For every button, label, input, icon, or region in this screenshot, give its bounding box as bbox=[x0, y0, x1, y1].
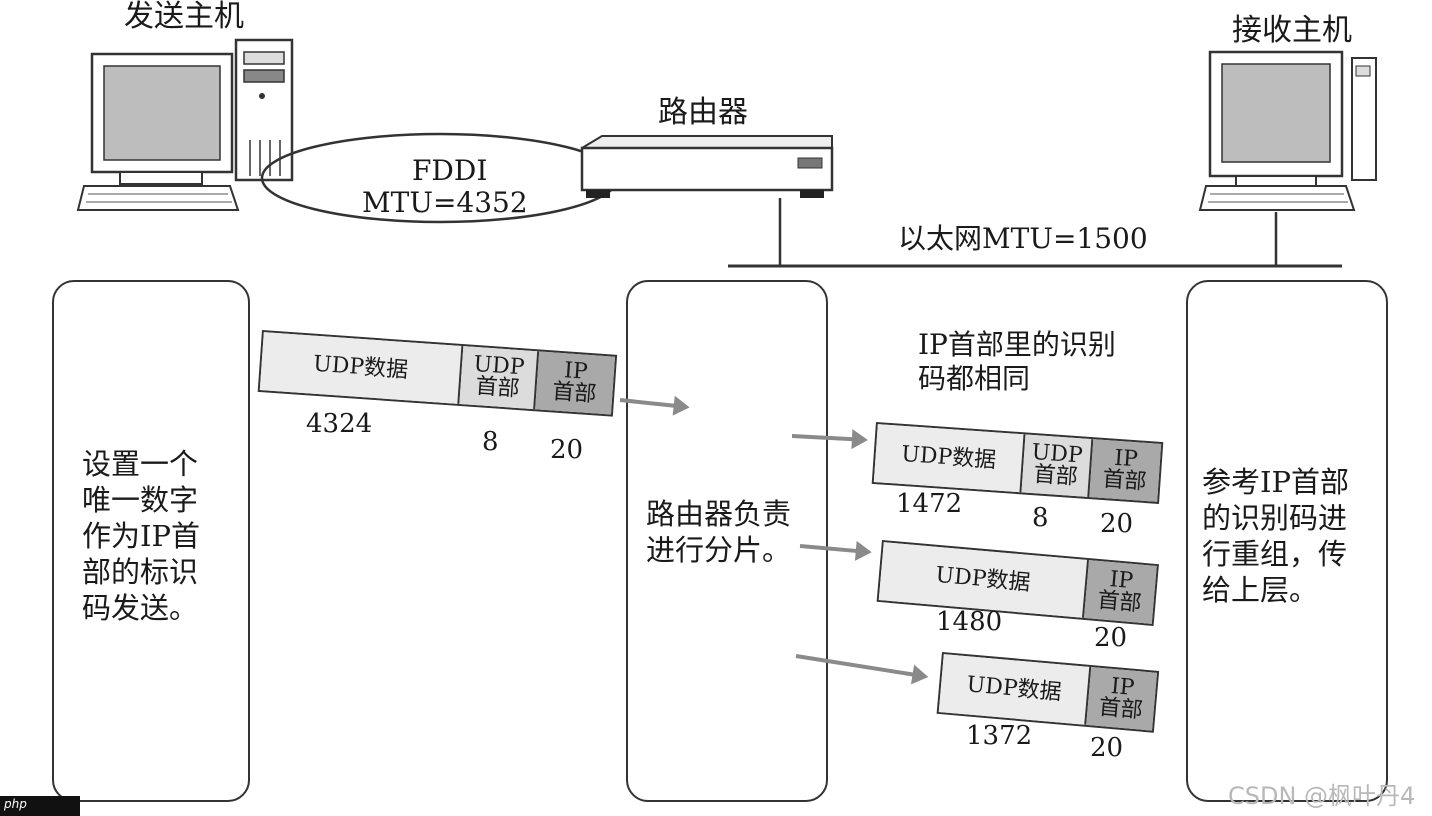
network-topology bbox=[76, 38, 1377, 268]
ethernet-mtu-label: 以太网MTU=1500 bbox=[898, 222, 1148, 255]
sender-panel bbox=[52, 280, 250, 802]
fddi-mtu-label: MTU=4352 bbox=[362, 186, 528, 219]
size-label: 4324 bbox=[306, 409, 373, 439]
udp-data-cell: UDP数据 bbox=[873, 424, 1026, 493]
receiver-panel-text: 参考IP首部 的识别码进 行重组，传 给上层。 bbox=[1202, 465, 1349, 607]
size-label: 1480 bbox=[936, 607, 1003, 637]
receiver-host-title: 接收主机 bbox=[1232, 13, 1352, 48]
receiver-computer-icon bbox=[1198, 50, 1377, 266]
fragment-2: UDP数据 IP 首部 bbox=[876, 540, 1159, 626]
original-packet: UDP数据 UDP 首部 IP 首部 bbox=[257, 330, 618, 417]
router-panel-text: 路由器负责 进行分片。 bbox=[646, 497, 792, 567]
sender-panel-text: 设置一个 唯一数字 作为IP首 部的标识 码发送。 bbox=[82, 447, 200, 625]
size-label: 20 bbox=[550, 435, 584, 465]
receiver-panel bbox=[1186, 280, 1388, 802]
sender-host-title: 发送主机 bbox=[124, 0, 244, 34]
ip-header-cell: IP 首部 bbox=[1089, 439, 1162, 502]
router-title: 路由器 bbox=[658, 95, 748, 130]
udp-header-cell: UDP 首部 bbox=[1021, 434, 1094, 498]
udp-data-cell: UDP数据 bbox=[938, 654, 1092, 725]
php-badge: php bbox=[0, 796, 80, 816]
size-label: 8 bbox=[482, 427, 499, 457]
size-label: 1372 bbox=[966, 721, 1033, 751]
identifier-note: IP首部里的识别 码都相同 bbox=[918, 328, 1116, 395]
ip-header-cell: IP 首部 bbox=[1086, 667, 1158, 731]
router-panel bbox=[626, 280, 828, 802]
router-icon bbox=[580, 135, 834, 266]
csdn-watermark: CSDN @枫叶丹4 bbox=[1228, 782, 1416, 810]
udp-header-cell: UDP 首部 bbox=[459, 346, 540, 410]
ip-header-cell: IP 首部 bbox=[535, 351, 615, 415]
udp-data-cell: UDP数据 bbox=[259, 332, 464, 404]
php-badge-text: php bbox=[4, 797, 27, 811]
size-label: 20 bbox=[1090, 733, 1124, 763]
size-label: 1472 bbox=[896, 489, 963, 519]
size-label: 8 bbox=[1032, 503, 1049, 533]
size-label: 20 bbox=[1094, 623, 1128, 653]
sender-computer-icon bbox=[76, 38, 294, 211]
size-label: 20 bbox=[1100, 509, 1134, 539]
fddi-label: FDDI bbox=[412, 154, 488, 187]
ip-header-cell: IP 首部 bbox=[1083, 560, 1157, 624]
